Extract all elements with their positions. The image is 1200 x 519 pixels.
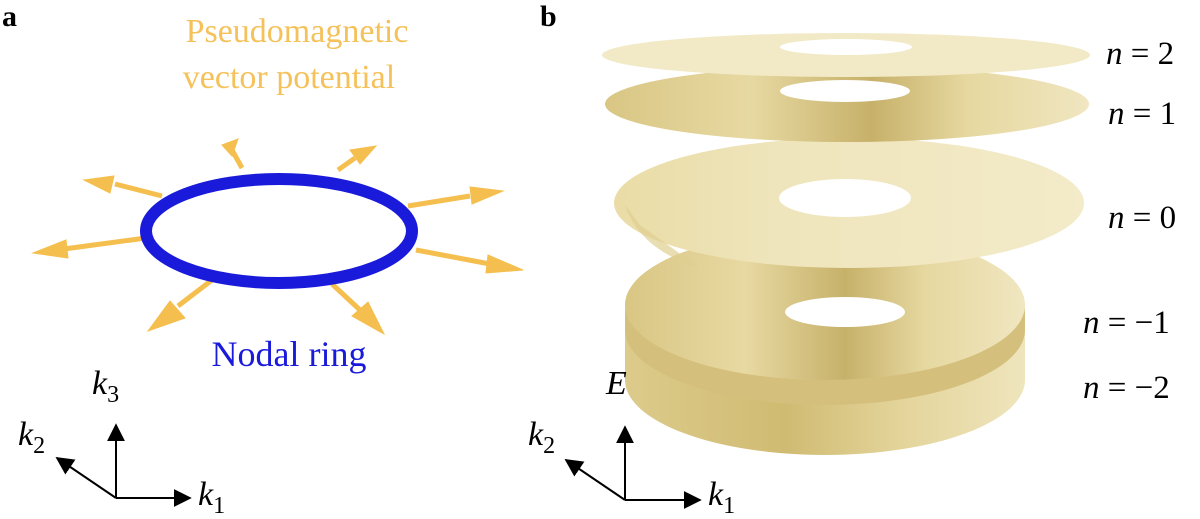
axis-b-k1-label: k1 bbox=[708, 476, 735, 519]
axis-b-e-label: E bbox=[605, 365, 627, 402]
panel-b-label: b bbox=[540, 0, 557, 33]
level-label-n-0: n = 0 bbox=[1108, 200, 1176, 236]
vector-potential-caption-line1: Pseudomagnetic bbox=[186, 13, 409, 50]
arrow-far-left bbox=[31, 235, 147, 259]
arrow-upper-right bbox=[336, 145, 378, 173]
nodal-ring-label: Nodal ring bbox=[212, 334, 367, 374]
level-label-n-1: n = 1 bbox=[1108, 96, 1176, 132]
axes-a bbox=[55, 423, 192, 507]
panel-a-label: a bbox=[2, 0, 17, 33]
panel-a: a Pseudomagnetic vector potential bbox=[2, 0, 524, 519]
level-label-n-minus-1: n = −1 bbox=[1083, 305, 1170, 341]
arrow-lower-right bbox=[330, 282, 386, 336]
disk-level-n-2 bbox=[602, 33, 1090, 77]
disk-hole-n-1 bbox=[780, 80, 910, 102]
arrow-upper-left bbox=[221, 138, 245, 170]
landau-level-stack bbox=[602, 33, 1090, 455]
axis-a-k1-label: k1 bbox=[198, 476, 225, 519]
level-label-n-2: n = 2 bbox=[1106, 36, 1174, 72]
disk-hole-n-0 bbox=[779, 179, 911, 217]
axes-b bbox=[564, 425, 702, 509]
arrow-far-right bbox=[415, 247, 524, 274]
level-label-n-minus-2: n = −2 bbox=[1083, 370, 1170, 406]
disk-hole-n-2 bbox=[780, 39, 912, 55]
pseudomagnetic-arrows bbox=[31, 138, 524, 336]
disk-level-n-1 bbox=[605, 66, 1089, 142]
panel-b: b bbox=[528, 0, 1176, 519]
disk-level-n-0 bbox=[614, 138, 1084, 268]
arrow-right bbox=[407, 186, 505, 209]
vector-potential-caption-line2: vector potential bbox=[183, 59, 395, 96]
arrow-lower-left bbox=[146, 278, 214, 333]
axis-b-k2-label: k2 bbox=[528, 416, 555, 459]
axis-b-k2 bbox=[564, 458, 626, 501]
axis-a-k3-label: k3 bbox=[92, 365, 119, 408]
nodal-ring bbox=[140, 173, 418, 289]
axis-a-k2-label: k2 bbox=[18, 416, 45, 459]
disk-level-n-minus-1 bbox=[625, 230, 1025, 405]
arrow-left bbox=[82, 175, 163, 199]
axis-a-k2 bbox=[55, 456, 117, 499]
disk-hole-n-minus-1 bbox=[785, 297, 905, 327]
